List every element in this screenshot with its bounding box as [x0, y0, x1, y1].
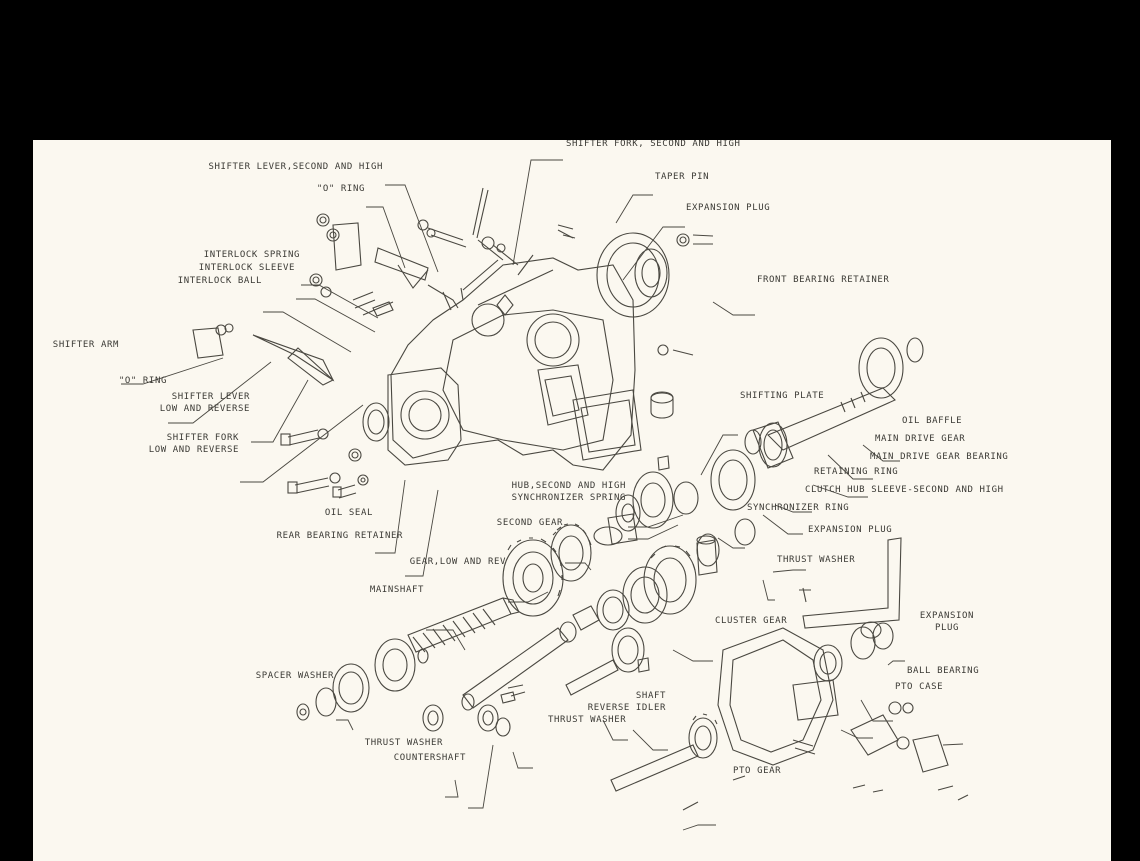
- countershaft: [461, 605, 645, 737]
- label-oil-seal: OIL SEAL: [324, 508, 373, 518]
- main-drive-gear: [752, 337, 924, 469]
- label-oil-baffle: OIL BAFFLE: [902, 416, 963, 426]
- pto-case: [717, 622, 964, 773]
- label-mainshaft: MAINSHAFT: [369, 585, 424, 595]
- label-shifter-lever-low-reverse-1: SHIFTER LEVER: [171, 392, 250, 402]
- rear-bearing-retainer: [387, 367, 462, 466]
- label-shifter-fork-low-reverse-1: SHIFTER FORK: [166, 433, 239, 443]
- small-parts: [422, 224, 969, 811]
- label-hub-second-high: HUB,SECOND AND HIGH: [511, 481, 626, 491]
- label-expansion-plug-right-2: PLUG: [934, 623, 960, 633]
- label-interlock-sleeve: INTERLOCK SLEEVE: [198, 263, 295, 273]
- label-pto-gear: PTO GEAR: [733, 766, 782, 776]
- label-shaft-reverse-idler-2: REVERSE IDLER: [587, 703, 666, 713]
- label-main-drive-gear-bearing: MAIN DRIVE GEAR BEARING: [870, 452, 1009, 462]
- label-ball-bearing: BALL BEARING: [907, 666, 980, 676]
- label-thrust-washer-low: THRUST WASHER: [548, 715, 627, 725]
- second-gear: [550, 523, 623, 582]
- mainshaft: [296, 597, 520, 721]
- label-shaft-reverse-idler-1: SHAFT: [635, 691, 666, 701]
- hub-synchronizer: [615, 471, 674, 532]
- label-shifter-arm: SHIFTER ARM: [52, 340, 119, 350]
- oil-seal: [362, 402, 390, 442]
- transmission-case: [390, 254, 642, 471]
- label-main-drive-gear: MAIN DRIVE GEAR: [875, 434, 966, 444]
- label-shifter-fork-low-reverse-2: LOW AND REVERSE: [148, 445, 239, 455]
- gear-low-rev: [502, 537, 564, 617]
- clutch-hub-sleeve: [673, 429, 762, 515]
- exploded-view-drawing: [121, 159, 969, 831]
- label-synchronizer-ring: SYNCHRONIZER RING: [747, 503, 850, 513]
- label-thrust-washer-left: THRUST WASHER: [364, 738, 443, 748]
- label-expansion-plug-mid: EXPANSION PLUG: [808, 525, 893, 535]
- pto-gear: [610, 713, 718, 792]
- label-shifting-plate: SHIFTING PLATE: [740, 391, 825, 401]
- front-bearing-retainer: [596, 232, 670, 318]
- label-interlock-ball: INTERLOCK BALL: [177, 276, 262, 286]
- label-o-ring-top: "O" RING: [316, 184, 365, 194]
- label-synchronizer-spring: SYNCHRONIZER SPRING: [511, 493, 626, 503]
- label-rear-bearing-retainer: REAR BEARING RETAINER: [276, 531, 403, 541]
- case-bolts: [280, 428, 369, 499]
- label-pto-case: PTO CASE: [895, 682, 944, 692]
- label-second-gear: SECOND GEAR: [496, 518, 563, 528]
- label-countershaft: COUNTERSHAFT: [393, 753, 466, 763]
- label-taper-pin: TAPER PIN: [655, 172, 710, 182]
- cluster-gear: [596, 533, 720, 631]
- label-interlock-spring: INTERLOCK SPRING: [203, 250, 300, 260]
- label-o-ring-mid: "O" RING: [118, 376, 167, 386]
- label-retaining-ring: RETAINING RING: [814, 467, 899, 477]
- shifter-assembly: [192, 187, 714, 386]
- label-shifter-lever-second-high: SHIFTER LEVER,SECOND AND HIGH: [208, 162, 383, 172]
- leader-lines: [121, 159, 905, 831]
- label-thrust-washer-mid: THRUST WASHER: [777, 555, 856, 565]
- label-spacer-washer: SPACER WASHER: [255, 671, 334, 681]
- label-cluster-gear: CLUSTER GEAR: [715, 616, 788, 626]
- label-clutch-hub-sleeve: CLUTCH HUB SLEEVE-SECOND AND HIGH: [805, 485, 1004, 495]
- label-shifter-lever-low-reverse-2: LOW AND REVERSE: [159, 404, 250, 414]
- label-expansion-plug-right-1: EXPANSION: [919, 611, 975, 621]
- diagram-sheet: SHIFTER FORK, SECOND AND HIGH SHIFTER LE…: [33, 140, 1111, 861]
- label-gear-low-rev: GEAR,LOW AND REV: [409, 557, 506, 567]
- pto-bracket: [799, 537, 902, 639]
- label-front-bearing-retainer: FRONT BEARING RETAINER: [757, 275, 890, 285]
- label-expansion-plug-top: EXPANSION PLUG: [686, 203, 771, 213]
- label-shifter-fork-second-high: SHIFTER FORK, SECOND AND HIGH: [566, 140, 741, 149]
